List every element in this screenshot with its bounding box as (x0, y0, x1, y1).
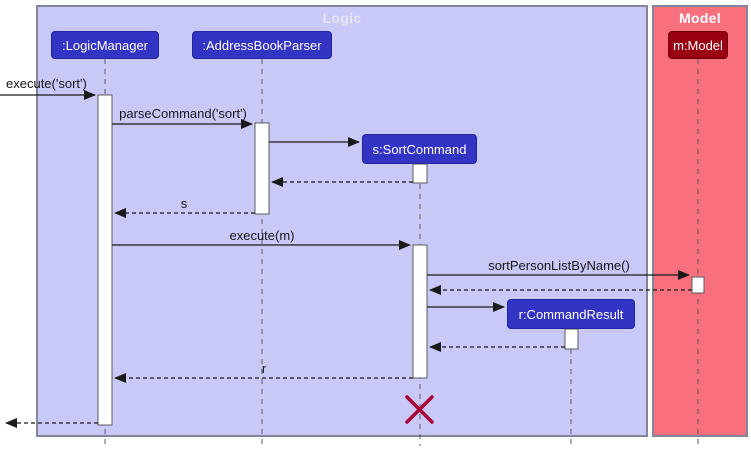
participant-address-book-parser: :AddressBookParser (192, 31, 332, 59)
participant-command-result: r:CommandResult (507, 299, 635, 329)
participant-model-label: m:Model (673, 37, 723, 53)
message-label-return-s: s (180, 196, 188, 211)
participant-model: m:Model (668, 31, 728, 59)
message-label-execute-sort: execute('sort') (6, 76, 87, 91)
model-frame: Model (652, 5, 748, 437)
logic-frame-title: Logic (322, 10, 362, 26)
participant-sort-command: s:SortCommand (362, 134, 477, 164)
message-label-execute-m: execute(m) (229, 228, 295, 243)
message-label-return-r: r (261, 361, 267, 376)
message-label-sort-person-list: sortPersonListByName() (488, 258, 630, 273)
logic-frame: Logic (36, 5, 648, 437)
participant-logic-manager-label: :LogicManager (62, 37, 148, 53)
participant-address-book-parser-label: :AddressBookParser (202, 37, 322, 53)
participant-logic-manager: :LogicManager (51, 31, 159, 59)
message-label-parse-command: parseCommand('sort') (119, 106, 247, 121)
participant-sort-command-label: s:SortCommand (372, 141, 467, 157)
model-frame-title: Model (679, 10, 721, 26)
participant-command-result-label: r:CommandResult (518, 306, 624, 322)
